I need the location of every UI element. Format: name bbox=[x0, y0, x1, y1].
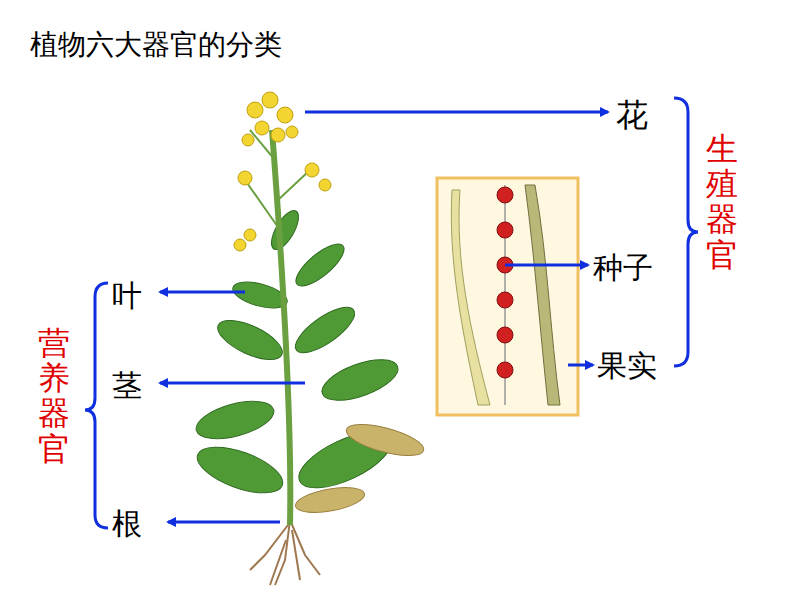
organ-label: 种子 bbox=[593, 248, 653, 289]
closed-pod bbox=[525, 185, 560, 405]
organ-label: 叶 bbox=[112, 276, 142, 317]
organ-label: 茎 bbox=[112, 366, 142, 407]
leaf-drawing bbox=[192, 206, 404, 502]
organ-label: 根 bbox=[112, 504, 142, 545]
pointer-arrow bbox=[160, 112, 608, 522]
dry-leaf-drawing bbox=[294, 418, 427, 517]
seed-drawing bbox=[497, 187, 513, 378]
fruit-panel bbox=[437, 178, 578, 415]
root-drawing bbox=[250, 520, 320, 585]
flower-drawing bbox=[234, 92, 331, 251]
organ-label: 果实 bbox=[597, 346, 657, 387]
diagram-title: 植物六大器官的分类 bbox=[30, 26, 282, 64]
group-bracket bbox=[85, 283, 108, 528]
group-bracket bbox=[674, 98, 698, 366]
stem-drawing bbox=[272, 130, 290, 525]
group-label: 生殖器官 bbox=[706, 132, 738, 273]
open-pod bbox=[451, 190, 490, 405]
group-label: 营养器官 bbox=[38, 326, 70, 467]
organ-label: 花 bbox=[616, 94, 648, 138]
